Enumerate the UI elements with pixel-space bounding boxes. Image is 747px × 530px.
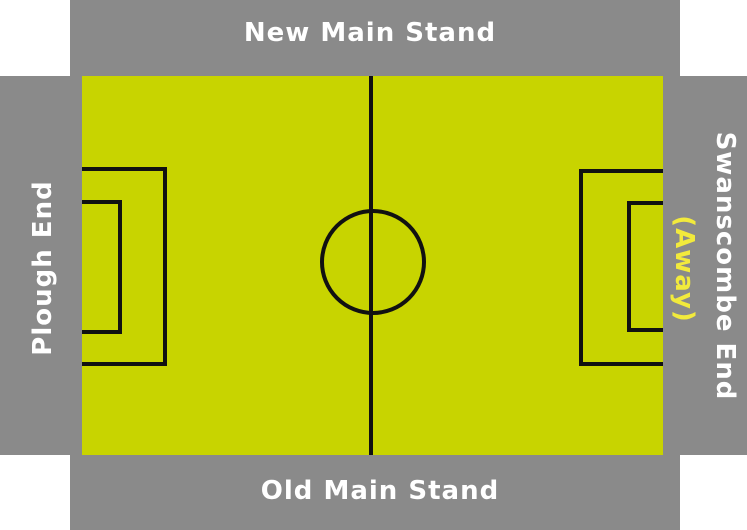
swanscombe-end-stand (663, 76, 747, 455)
new-main-stand-label: New Main Stand (243, 18, 497, 48)
right-goal-area (627, 201, 663, 332)
new-main-stand (70, 0, 680, 76)
pitch (82, 76, 663, 455)
away-label: (Away) (669, 215, 699, 323)
left-penalty-area (82, 167, 167, 366)
centre-circle (320, 209, 426, 315)
plough-end-label: Plough End (28, 180, 58, 356)
old-main-stand-label: Old Main Stand (260, 476, 500, 506)
old-main-stand (70, 455, 680, 530)
right-penalty-area (579, 169, 663, 366)
plough-end-stand (0, 76, 82, 455)
left-goal-area (82, 200, 122, 334)
swanscombe-end-label: Swanscombe End (710, 131, 740, 401)
